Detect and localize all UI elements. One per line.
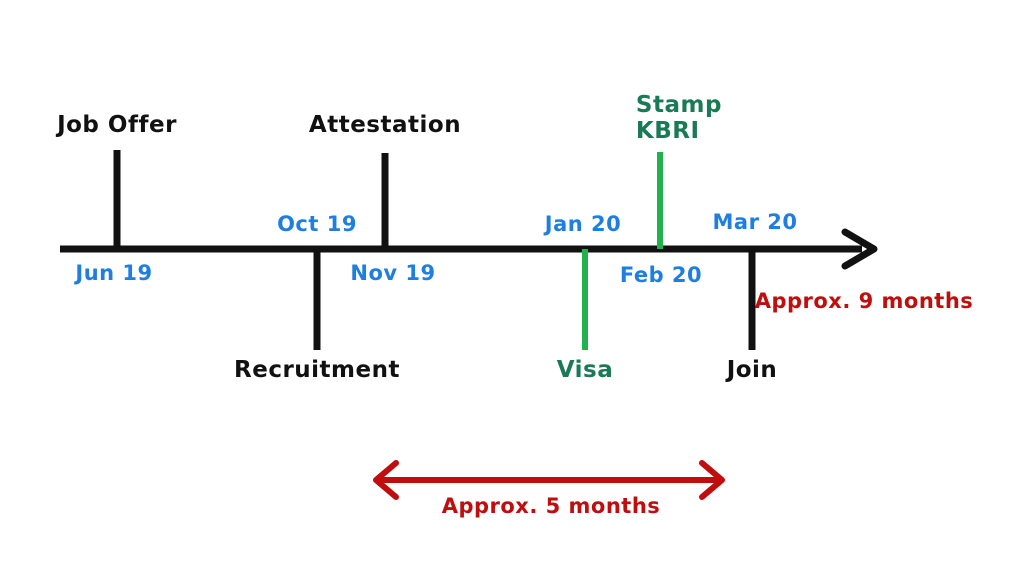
month-label-nov-19: Nov 19 — [350, 261, 436, 285]
event-label-stamp-kbri-line1: Stamp — [635, 92, 722, 118]
month-label-feb-20: Feb 20 — [619, 263, 703, 287]
annotation-approx-9-months: Approx. 9 months — [754, 289, 974, 313]
event-label-recruitment: Recruitment — [234, 357, 400, 383]
event-label-visa: Visa — [556, 357, 614, 383]
approx-5-months-arrow-icon — [373, 460, 725, 500]
month-label-oct-19: Oct 19 — [277, 212, 357, 236]
month-label-mar-20: Mar 20 — [712, 210, 798, 234]
event-label-join: Join — [726, 357, 778, 383]
annotation-approx-5-months: Approx. 5 months — [441, 494, 661, 518]
month-label-jun-19: Jun 19 — [75, 261, 153, 285]
event-label-stamp-kbri: Stamp KBRI — [635, 92, 722, 145]
month-label-jan-20: Jan 20 — [544, 212, 622, 236]
event-label-job-offer: Job Offer — [57, 112, 177, 138]
timeline-axis-arrow-icon — [841, 228, 878, 270]
timeline-ticks — [113, 150, 756, 350]
event-label-attestation: Attestation — [308, 112, 462, 138]
event-label-stamp-kbri-line2: KBRI — [635, 117, 700, 144]
